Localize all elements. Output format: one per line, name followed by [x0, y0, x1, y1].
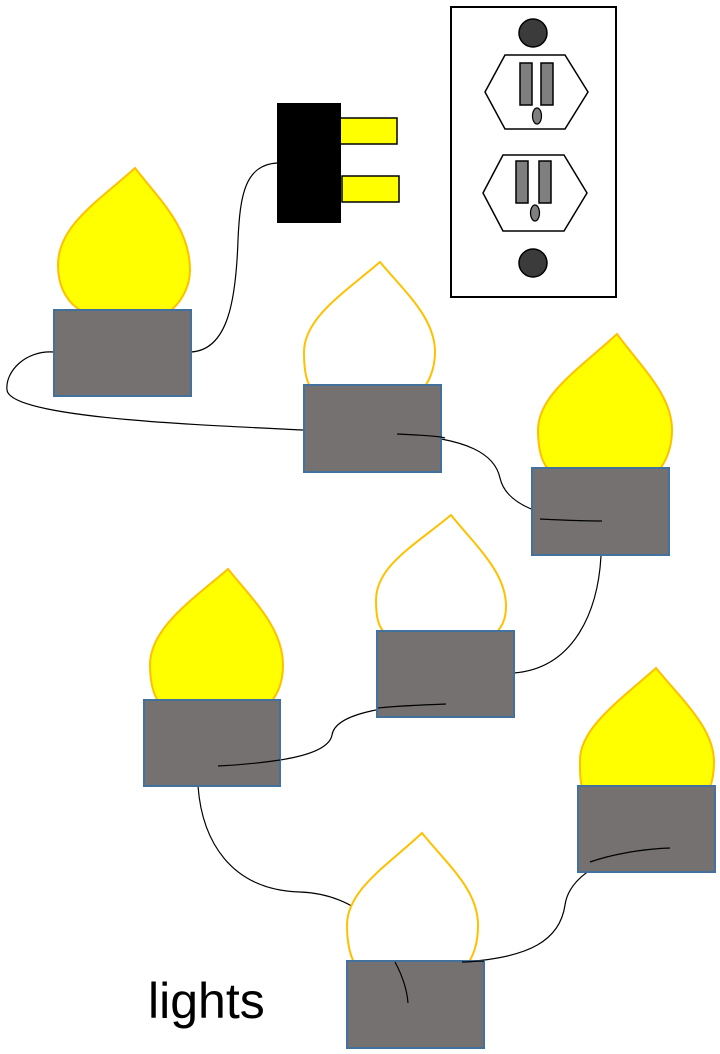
bulb-base	[53, 309, 192, 397]
lower-receptacle-slot-left	[515, 160, 529, 204]
lower-receptacle	[482, 154, 588, 232]
plug-body	[277, 103, 341, 223]
bulb-2	[302, 260, 442, 473]
bulb-glass	[374, 513, 508, 633]
wire	[217, 759, 281, 767]
caption-label: lights	[148, 973, 265, 1029]
bulb-base	[346, 960, 485, 1049]
bulb-base	[376, 630, 515, 718]
upper-receptacle	[484, 54, 589, 130]
bulb-7	[345, 831, 485, 1049]
wire	[539, 518, 603, 522]
wire	[6, 351, 304, 431]
upper-receptacle-ground	[531, 107, 543, 125]
upper-receptacle-slot-right	[540, 62, 554, 106]
bulb-5	[143, 567, 285, 787]
bulb-6	[577, 666, 716, 873]
bulb-1	[53, 166, 192, 397]
bulb-glass	[578, 666, 716, 788]
wire	[394, 961, 409, 1004]
wires-over-bases	[217, 433, 671, 1004]
bulb-base	[577, 785, 716, 873]
plug-prong-upper	[339, 117, 398, 145]
wire	[396, 433, 446, 439]
upper-receptacle-slot-left	[519, 62, 533, 106]
bulb-base	[531, 467, 670, 556]
bulb-base	[143, 699, 281, 787]
outlet-top-screw	[518, 18, 548, 48]
outlet-bottom-screw	[518, 248, 548, 278]
bulb-glass	[148, 567, 285, 702]
wall-outlet	[450, 6, 617, 298]
wire	[513, 555, 602, 674]
wire	[377, 703, 447, 709]
wire	[589, 847, 671, 863]
bulb-glass	[56, 166, 192, 312]
bulb-glass	[536, 332, 674, 470]
lower-receptacle-ground	[529, 204, 541, 222]
bulb-3	[531, 332, 674, 556]
bulb-4	[374, 513, 515, 718]
plug	[277, 103, 400, 223]
plug-prong-lower	[341, 175, 400, 203]
bulb-glass	[345, 831, 480, 963]
bulb-glass	[302, 260, 437, 387]
wire	[190, 162, 278, 353]
wire	[461, 960, 485, 963]
lower-receptacle-slot-right	[538, 160, 552, 204]
bulb-base	[303, 384, 442, 473]
